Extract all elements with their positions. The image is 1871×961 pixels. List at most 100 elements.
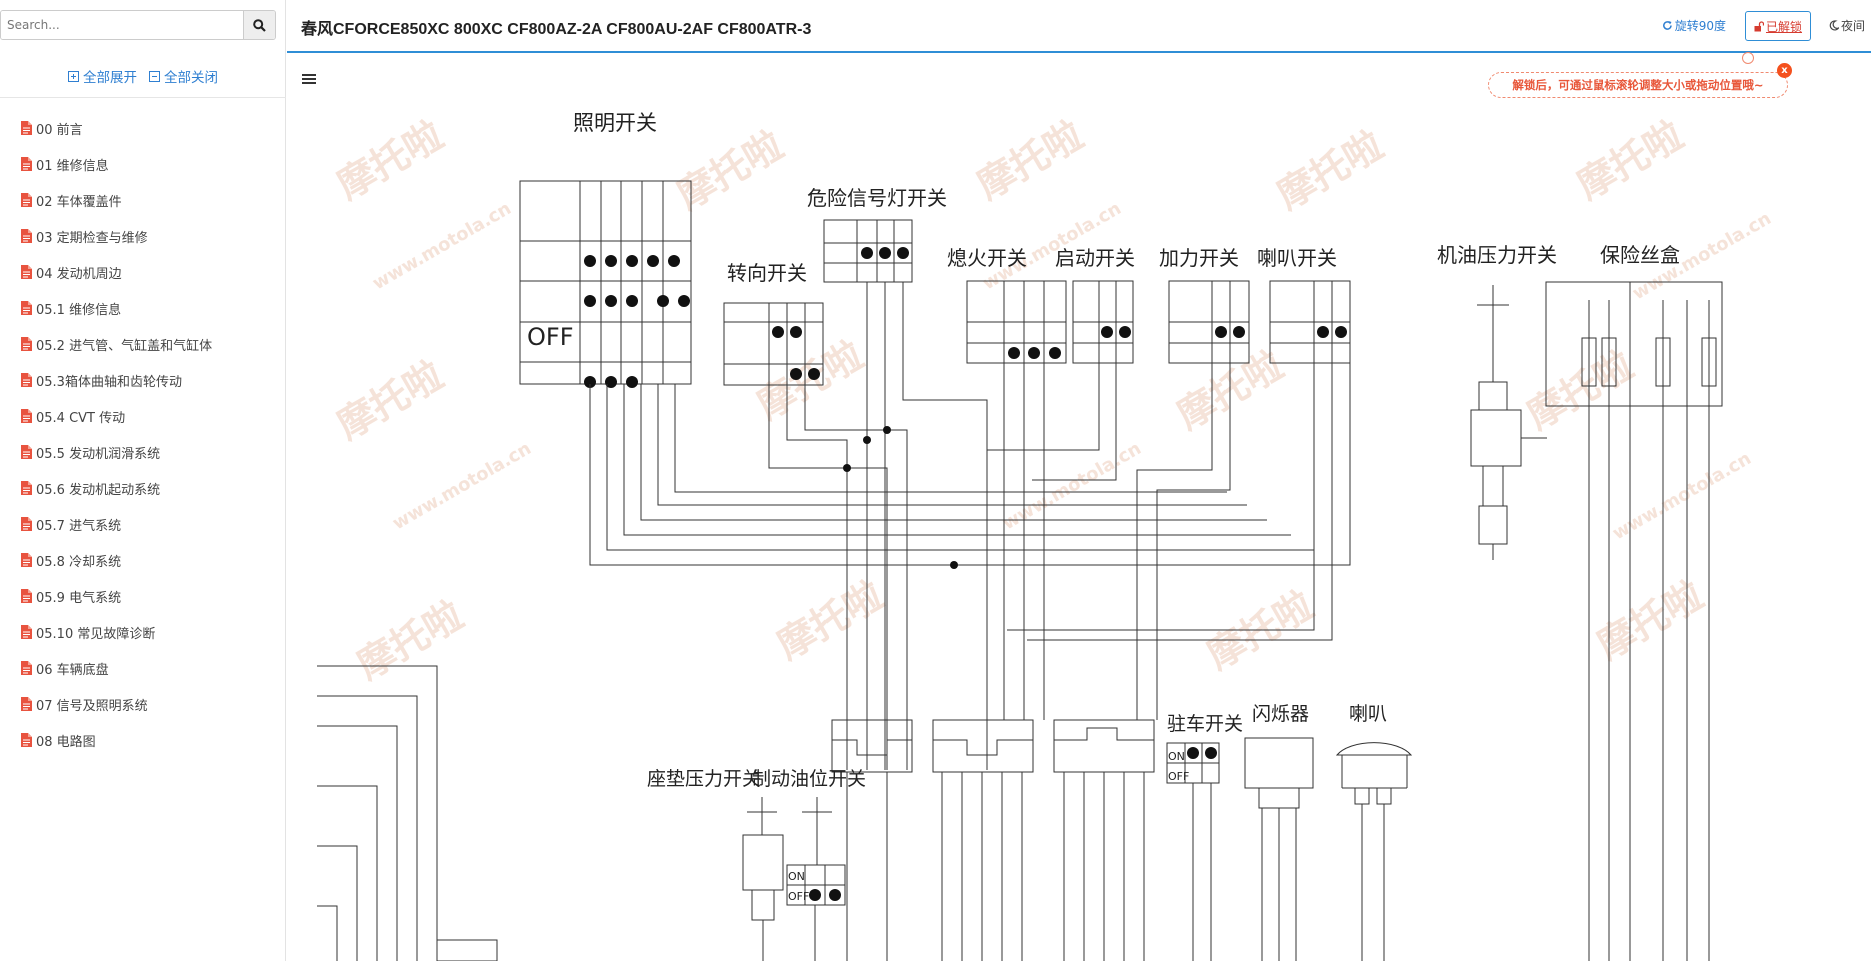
kill-switch: 熄火开关 [947, 246, 1067, 364]
turn-switch: 转向开关 [723, 261, 824, 386]
kill-switch-label: 熄火开关 [947, 246, 1027, 270]
main-area: 春风CFORCE850XC 800XC CF800AZ-2A CF800AU-2… [287, 0, 1871, 961]
chapter-item[interactable]: 05.4 CVT 传动 [0, 398, 286, 434]
chapter-item[interactable]: 02 车体覆盖件 [0, 182, 286, 218]
file-icon [21, 121, 32, 135]
watermark-text: 摩托啦 [1590, 573, 1711, 668]
unlock-icon [1754, 20, 1764, 31]
collapse-all-button[interactable]: 全部关闭 [149, 58, 218, 86]
chapter-item[interactable]: 08 电路图 [0, 722, 286, 758]
chapter-item[interactable]: 01 维修信息 [0, 146, 286, 182]
tip-close-button[interactable]: x [1777, 63, 1792, 78]
watermark-text: 摩托啦 [670, 123, 791, 218]
file-icon [21, 733, 32, 747]
chapter-item[interactable]: 06 车辆底盘 [0, 650, 286, 686]
watermark-layer: 摩托啦 摩托啦 摩托啦 摩托啦 摩托啦 摩托啦 摩托啦 摩托啦 摩托啦 摩托啦 … [330, 113, 1775, 688]
chapter-item[interactable]: 05.3箱体曲轴和齿轮传动 [0, 362, 286, 398]
wiring-diagram[interactable]: 摩托啦 摩托啦 摩托啦 摩托啦 摩托啦 摩托啦 摩托啦 摩托啦 摩托啦 摩托啦 … [287, 100, 1871, 961]
start-switch-label: 启动开关 [1055, 246, 1135, 270]
file-icon [21, 517, 32, 531]
search-box [0, 10, 276, 40]
chapter-label: 08 电路图 [36, 734, 96, 750]
watermark-url: www.motola.cn [1609, 448, 1755, 544]
search-input[interactable] [1, 11, 243, 39]
search-button[interactable] [243, 11, 275, 39]
chapter-item[interactable]: 05.7 进气系统 [0, 506, 286, 542]
turn-switch-label: 转向开关 [727, 261, 807, 285]
watermark-text: 摩托啦 [770, 573, 891, 668]
watermark-text: 摩托啦 [1270, 123, 1391, 218]
seat-pressure-switch: 座垫压力开关 [647, 768, 784, 961]
chapter-label: 05.4 CVT 传动 [36, 410, 126, 426]
brake-off-label: OFF [788, 890, 809, 903]
file-icon [21, 229, 32, 243]
watermark-text: 摩托啦 [970, 113, 1091, 208]
watermark-text: 摩托啦 [750, 333, 871, 428]
chapter-label: 01 维修信息 [36, 158, 109, 174]
top-bar: 春风CFORCE850XC 800XC CF800AZ-2A CF800AU-2… [287, 0, 1871, 53]
expand-all-button[interactable]: 全部展开 [68, 58, 137, 86]
file-icon [21, 193, 32, 207]
horn-label: 喇叭 [1349, 703, 1387, 725]
sidebar: 全部展开 全部关闭 00 前言 01 维修信息 02 车体覆盖件 03 定期检查与维修… [0, 0, 286, 961]
chapter-item[interactable]: 05.10 常见故障诊断 [0, 614, 286, 650]
plus-square-icon [68, 70, 79, 82]
file-icon [21, 481, 32, 495]
chapter-label: 07 信号及照明系统 [36, 698, 148, 714]
chapter-label: 03 定期检查与维修 [36, 230, 148, 246]
unlock-button[interactable]: 已解锁 [1744, 11, 1811, 41]
watermark-text: 摩托啦 [1570, 113, 1691, 208]
left-edge-wiring [317, 665, 498, 961]
document-title: 春风CFORCE850XC 800XC CF800AZ-2A CF800AU-2… [301, 21, 812, 38]
watermark-text: 摩托啦 [330, 113, 451, 208]
chapter-item[interactable]: 00 前言 [0, 110, 286, 146]
chapter-item[interactable]: 05.5 发动机润滑系统 [0, 434, 286, 470]
chapter-label: 05.1 维修信息 [36, 302, 122, 318]
file-icon [21, 625, 32, 639]
parking-off-label: OFF [1168, 770, 1189, 783]
watermark-text: 摩托啦 [1520, 343, 1641, 438]
night-mode-button[interactable]: 夜间 [1829, 17, 1865, 34]
chapter-item[interactable]: 04 发动机周边 [0, 254, 286, 290]
chapter-label: 05.2 进气管、气缸盖和气缸体 [36, 338, 213, 354]
parking-switch: 驻车开关 ON OFF [1166, 713, 1243, 961]
moon-icon [1829, 20, 1839, 31]
brake-on-label: ON [788, 870, 805, 883]
chapter-list: 00 前言 01 维修信息 02 车体覆盖件 03 定期检查与维修 04 发动机周边 05… [0, 110, 286, 758]
watermark-text: 摩托啦 [350, 593, 471, 688]
watermark-url: www.motola.cn [369, 198, 515, 294]
power-switch: 加力开关 [1159, 246, 1250, 364]
lighting-switch-label: 照明开关 [573, 111, 657, 135]
chapter-item[interactable]: 05.2 进气管、气缸盖和气缸体 [0, 326, 286, 362]
chapter-item[interactable]: 05.9 电气系统 [0, 578, 286, 614]
file-icon [21, 337, 32, 351]
horn-switch-label: 喇叭开关 [1257, 246, 1337, 270]
parking-on-label: ON [1168, 750, 1185, 763]
chapter-label: 05.5 发动机润滑系统 [36, 446, 161, 462]
chapter-item[interactable]: 05.8 冷却系统 [0, 542, 286, 578]
rotate-label: 旋转90度 [1674, 19, 1726, 33]
horn: 喇叭 [1335, 703, 1413, 961]
file-icon [21, 589, 32, 603]
file-icon [21, 445, 32, 459]
menu-toggle-button[interactable] [302, 74, 316, 86]
search-icon [253, 18, 266, 32]
chapter-label: 00 前言 [36, 122, 83, 138]
chapter-item[interactable]: 05.6 发动机起动系统 [0, 470, 286, 506]
file-icon [21, 301, 32, 315]
chapter-item[interactable]: 07 信号及照明系统 [0, 686, 286, 722]
chapter-label: 05.3箱体曲轴和齿轮传动 [36, 374, 182, 390]
chapter-item[interactable]: 03 定期检查与维修 [0, 218, 286, 254]
lighting-off-label: OFF [527, 323, 574, 351]
parking-switch-label: 驻车开关 [1167, 713, 1243, 735]
chapter-label: 05.6 发动机起动系统 [36, 482, 161, 498]
watermark-text: 摩托啦 [330, 353, 451, 448]
unlock-tip-text: 解锁后，可通过鼠标滚轮调整大小或拖动位置哦~ [1512, 78, 1764, 92]
minus-square-icon [149, 70, 160, 82]
watermark-url: www.motola.cn [389, 438, 535, 534]
rotate-button[interactable]: 旋转90度 [1662, 17, 1726, 34]
file-icon [21, 553, 32, 567]
hazard-switch: 危险信号灯开关 [807, 186, 947, 283]
fuse-box-label: 保险丝盒 [1600, 243, 1680, 267]
chapter-item[interactable]: 05.1 维修信息 [0, 290, 286, 326]
